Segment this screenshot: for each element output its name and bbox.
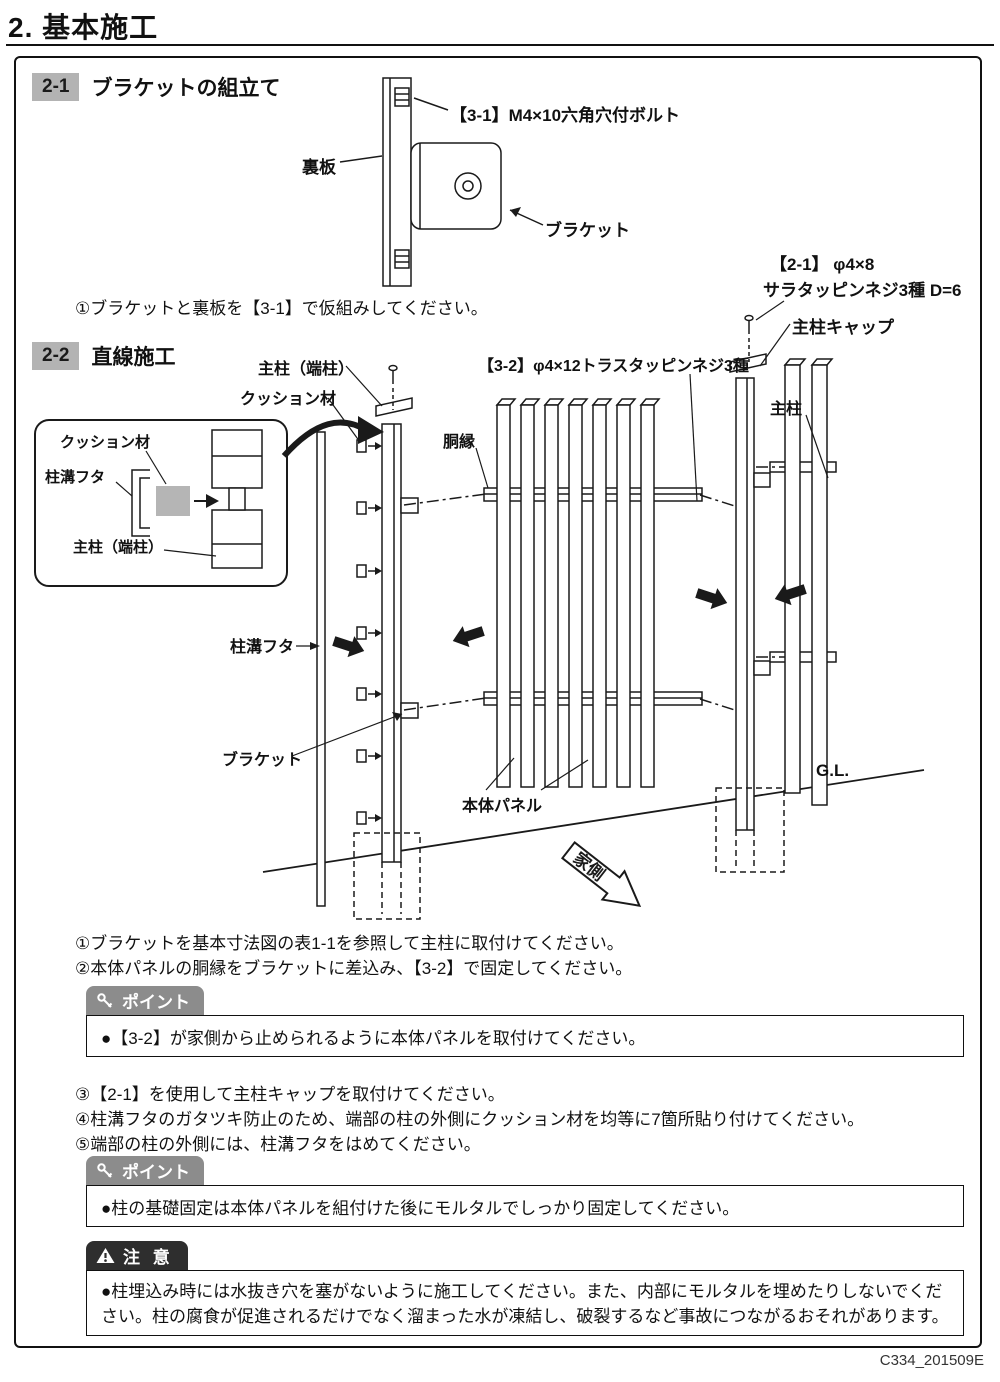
- label-screw-ref-2: サラタッピンネジ3種 D=6: [763, 281, 962, 300]
- section-2-1-badge: 2-1: [32, 73, 80, 101]
- hex-bolt-top-icon: [394, 87, 410, 107]
- section-2-2-title: 直線施工: [91, 346, 176, 369]
- caution-line-1: ●柱埋込み時には水抜き穴を塞がないように施工してください。また、内部にモルタルを…: [101, 1282, 943, 1301]
- diagrams-layer: 家側: [34, 77, 925, 920]
- label-truss-screw: 【3-2】φ4×12トラスタッピンネジ3種: [478, 358, 749, 375]
- foundation-left: [353, 832, 421, 920]
- label-main-post: 主柱: [770, 401, 803, 418]
- caution-tab-label: 注 意: [123, 1248, 174, 1267]
- point-tab-1-label: ポイント: [122, 993, 190, 1012]
- document-code: C334_201509E: [879, 1352, 984, 1369]
- inset-detail-diagram: [34, 416, 384, 587]
- label-back-plate: 裏板: [302, 158, 336, 177]
- page-title: 2. 基本施工: [8, 12, 159, 43]
- post-profile-section: [211, 429, 263, 569]
- label-hex-bolt: 【3-1】M4×10六角穴付ボルト: [450, 106, 681, 125]
- label-screw-ref-1: 【2-1】 φ4×8: [770, 255, 875, 274]
- key-icon: [97, 992, 113, 1008]
- step-3: ③【2-1】を使用して主柱キャップを取付けてください。: [75, 1085, 505, 1104]
- point-box-1: ●【3-2】が家側から止められるように本体パネルを取付けてください。: [86, 1015, 964, 1057]
- cushion-piece: [156, 486, 190, 516]
- step-preassembly: ①ブラケットと裏板を【3-1】で仮組みしてください。: [75, 299, 488, 318]
- bracket-assembly-diagram: [339, 77, 544, 287]
- point-box-1-text: ●【3-2】が家側から止められるように本体パネルを取付けてください。: [101, 1028, 646, 1048]
- label-ground-line: G.L.: [816, 761, 850, 780]
- section-2-2-badge: 2-2: [32, 342, 80, 370]
- step-4: ④柱溝フタのガタツキ防止のため、端部の柱の外側にクッション材を均等に7箇所貼り付…: [75, 1110, 865, 1129]
- inset-label-groove-cover: 柱溝フタ: [45, 469, 106, 486]
- caution-line-2: さい。柱の腐食が促進されるだけでなく溜まった水が凍結し、破裂するなど事故につなが…: [101, 1307, 949, 1326]
- leader-lines: [291, 300, 829, 791]
- label-cushion: クッション材: [240, 391, 337, 408]
- inset-label-end-post: 主柱（端柱）: [73, 539, 164, 556]
- cushion-pieces: [356, 439, 382, 825]
- content-frame: 家側: [14, 56, 982, 1348]
- end-post: [375, 364, 413, 863]
- point-tab-2-label: ポイント: [122, 1163, 190, 1182]
- key-icon: [97, 1162, 113, 1178]
- section-2-1-title: ブラケットの組立て: [91, 77, 281, 100]
- section-2-1-header: 2-1 ブラケットの組立て: [32, 72, 280, 102]
- panel-slats: [495, 398, 661, 788]
- label-rail: 胴縁: [443, 434, 476, 451]
- label-panel: 本体パネル: [462, 798, 543, 815]
- main-post: [729, 314, 771, 831]
- foundation-right: [715, 787, 785, 873]
- hex-bolt-bottom-icon: [394, 249, 410, 269]
- label-groove-cover: 柱溝フタ: [230, 639, 295, 656]
- label-bracket-1: ブラケット: [545, 221, 630, 240]
- section-2-2-header: 2-2 直線施工: [32, 341, 175, 371]
- label-bracket-2: ブラケット: [222, 752, 303, 769]
- label-post-cap: 主柱キャップ: [792, 318, 894, 337]
- caution-box: ●柱埋込み時には水抜き穴を塞がないように施工してください。また、内部にモルタルを…: [86, 1270, 964, 1336]
- house-side-arrow: 家側: [560, 841, 642, 907]
- point-tab-2: ポイント: [86, 1156, 204, 1185]
- caution-tab: 注 意: [86, 1241, 188, 1270]
- step-2: ②本体パネルの胴縁をブラケットに差込み、【3-2】で固定してください。: [75, 959, 633, 978]
- insert-direction-arrows: [332, 584, 807, 658]
- inset-label-cushion: クッション材: [60, 434, 151, 451]
- title-divider: [6, 44, 994, 46]
- point-box-2-text: ●柱の基礎固定は本体パネルを組付けた後にモルタルでしっかり固定してください。: [101, 1198, 740, 1218]
- adjacent-panel: [756, 358, 837, 806]
- fence-installation-diagram: 家側: [262, 300, 925, 920]
- groove-cover-strip: [316, 431, 326, 907]
- groove-cover-section: [131, 469, 150, 537]
- point-tab-1: ポイント: [86, 986, 204, 1015]
- warning-triangle-icon: [96, 1248, 115, 1263]
- step-1: ①ブラケットを基本寸法図の表1-1を参照して主柱に取付けてください。: [75, 934, 624, 953]
- label-end-post: 主柱（端柱）: [258, 361, 355, 378]
- point-box-2: ●柱の基礎固定は本体パネルを組付けた後にモルタルでしっかり固定してください。: [86, 1185, 964, 1227]
- step-5: ⑤端部の柱の外側には、柱溝フタをはめてください。: [75, 1135, 481, 1154]
